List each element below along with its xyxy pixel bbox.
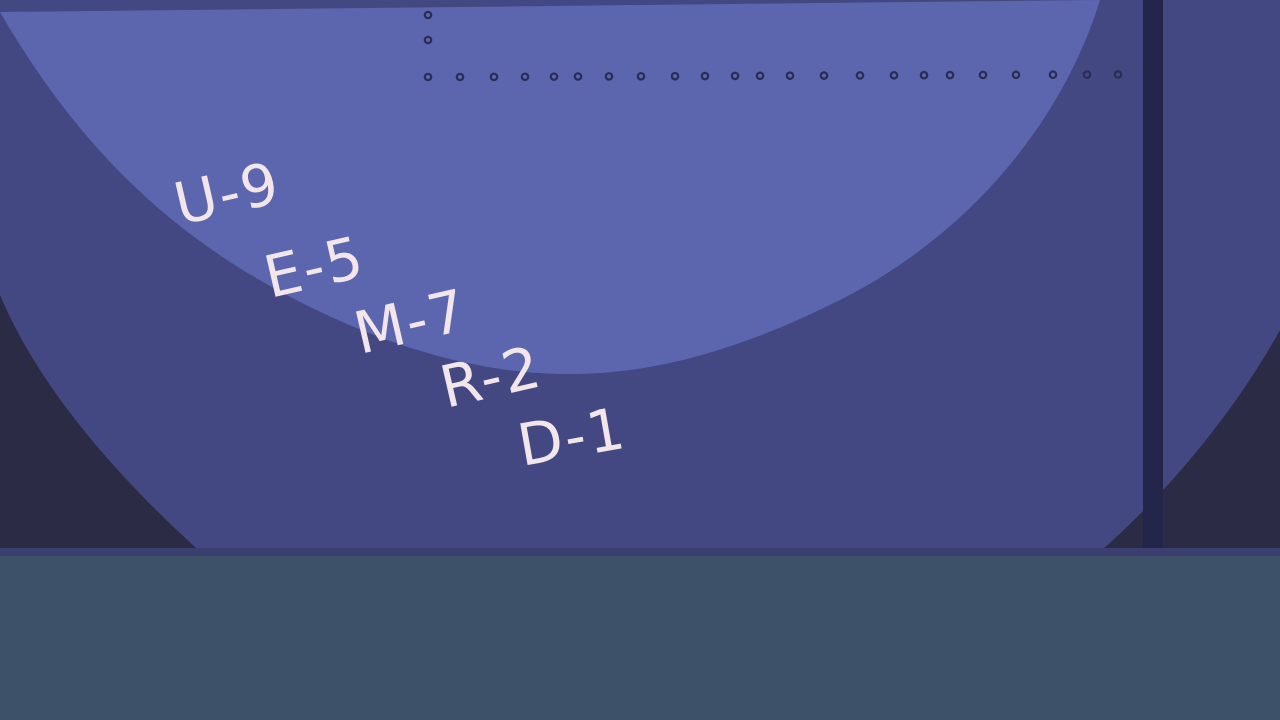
rivet	[455, 72, 465, 82]
rivet	[978, 70, 988, 80]
rivet	[919, 70, 929, 80]
rivet	[755, 71, 765, 81]
rivet	[670, 71, 680, 81]
rivet	[549, 72, 559, 81]
rivet	[1113, 70, 1123, 79]
rivet	[1011, 70, 1021, 80]
rivet	[785, 71, 795, 80]
rivet	[700, 71, 710, 81]
rivet	[573, 72, 583, 81]
rivet	[1082, 70, 1092, 79]
rivet	[636, 71, 646, 81]
rivet	[423, 35, 433, 45]
rivet	[1048, 70, 1058, 80]
rivet	[489, 72, 499, 82]
vertical-pole	[1143, 0, 1163, 556]
rivet	[889, 71, 899, 80]
rivet-track	[423, 10, 1123, 82]
floor	[0, 556, 1280, 720]
rivet	[423, 10, 433, 20]
rivet	[855, 71, 865, 80]
rivet	[423, 72, 433, 82]
rivet	[819, 71, 829, 80]
spotlight-pool	[0, 0, 1100, 375]
rivet	[604, 72, 614, 81]
floor-edge	[0, 548, 1280, 558]
rivet	[520, 72, 530, 82]
rivet	[730, 71, 740, 81]
rivet	[945, 70, 955, 80]
